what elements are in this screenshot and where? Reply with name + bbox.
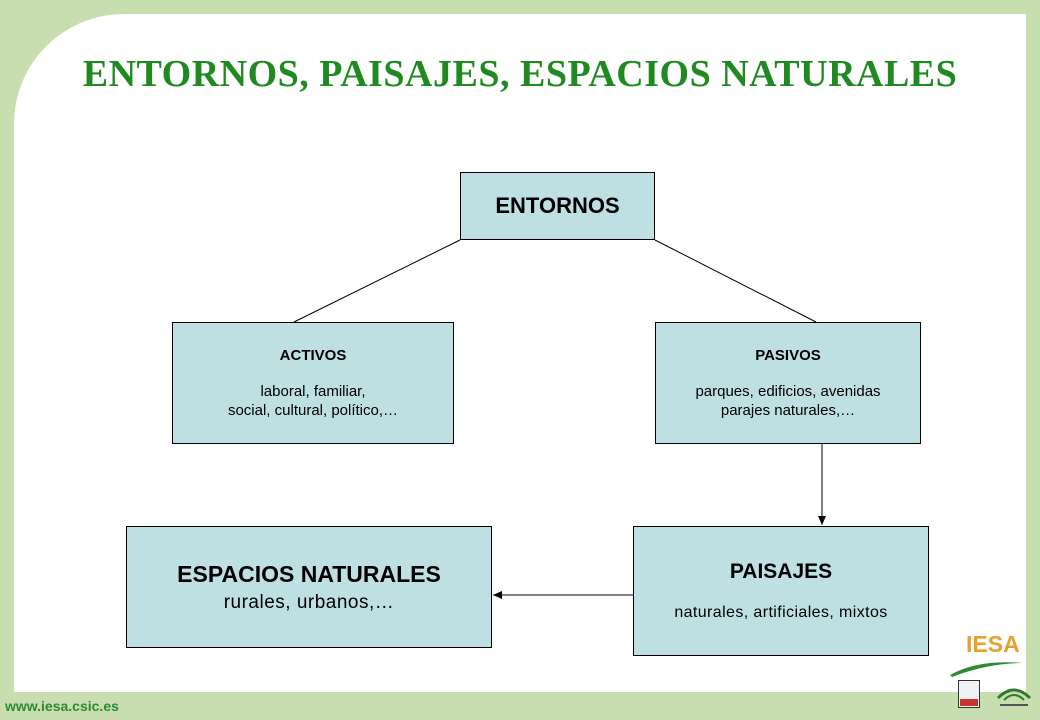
node-activos-line1: laboral, familiar, [260, 382, 366, 400]
node-activos-line2: social, cultural, político,… [227, 401, 399, 419]
node-pasivos-line2: parajes naturales,… [720, 401, 856, 419]
junta-andalucia-logo-icon [996, 688, 1032, 706]
node-entornos: ENTORNOS [460, 172, 655, 240]
node-activos: ACTIVOS laboral, familiar, social, cultu… [172, 322, 454, 444]
node-paisajes-text: naturales, artificiales, mixtos [674, 604, 888, 621]
node-paisajes-heading: PAISAJES [729, 560, 833, 583]
iesa-logo: IESA [966, 631, 1020, 657]
slide-title: ENTORNOS, PAISAJES, ESPACIOS NATURALES [82, 53, 958, 95]
node-activos-heading: ACTIVOS [279, 346, 347, 364]
node-espacios-text: rurales, urbanos,… [223, 591, 395, 613]
node-pasivos-line1: parques, edificios, avenidas [695, 382, 881, 400]
footer-url[interactable]: www.iesa.csic.es [5, 698, 119, 714]
node-espacios-heading: ESPACIOS NATURALES [177, 560, 441, 587]
csic-logo-icon [958, 680, 980, 708]
node-pasivos-heading: PASIVOS [755, 346, 821, 364]
node-entornos-label: ENTORNOS [495, 193, 620, 218]
node-pasivos: PASIVOS parques, edificios, avenidas par… [655, 322, 921, 444]
edge-entornos-pasivos [654, 239, 817, 323]
iesa-swoosh-icon [950, 662, 1024, 677]
node-espacios-naturales: ESPACIOS NATURALES rurales, urbanos,… [126, 526, 492, 648]
edge-entornos-activos [293, 239, 461, 323]
node-paisajes: PAISAJES naturales, artificiales, mixtos [633, 526, 929, 656]
